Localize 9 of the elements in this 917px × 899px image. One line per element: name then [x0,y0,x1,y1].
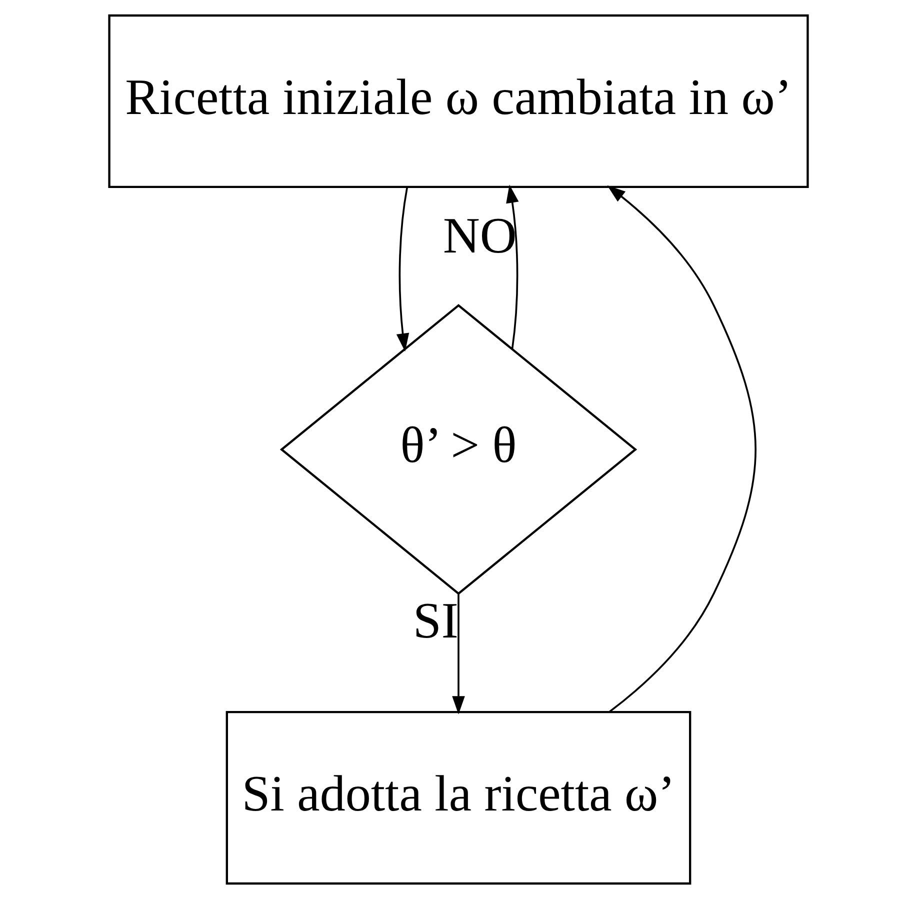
arrow [396,187,410,352]
arrow [506,184,519,350]
node-diamond: θ’ > θ [280,304,638,595]
arrow [607,185,756,713]
edge-label: SI [413,594,458,650]
edge-label: NO [443,208,517,265]
arrow [452,594,465,714]
node-box: Ricetta iniziale ω cambiata in ω’ [108,14,809,188]
node-box: Si adotta la ricetta ω’ [226,711,692,885]
